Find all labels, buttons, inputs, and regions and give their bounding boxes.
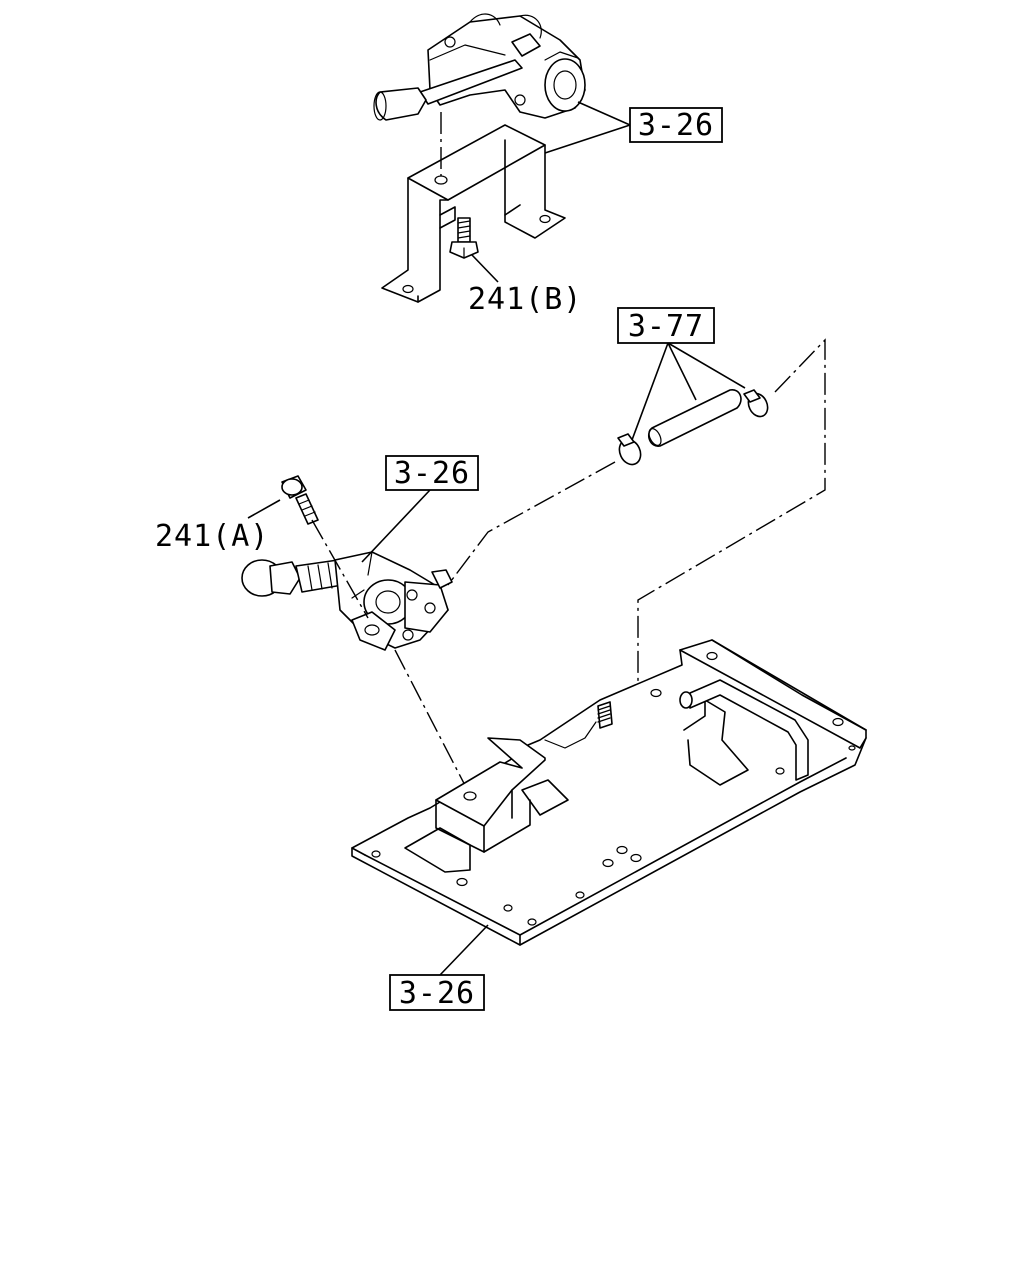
bolt-b-leader [471,254,499,283]
pipe-ref-leader [631,342,746,441]
bolt-a-leader [247,499,281,519]
middle-valve-assembly [241,551,453,651]
middle-ref-leader [361,489,431,563]
pipe-assembly [617,342,769,466]
top-ref-callout[interactable]: 3-26 [629,107,723,143]
bolt-a-label: 241(A) [155,519,269,554]
upper-bracket [381,124,566,303]
bottom-ref-callout[interactable]: 3-26 [389,974,485,1011]
middle-ref-callout[interactable]: 3-26 [385,455,479,491]
pipe-ref-text: 3-77 [628,309,704,344]
stud [597,701,613,729]
bolt-b-label: 241(B) [468,282,582,317]
bottom-ref-text: 3-26 [399,976,475,1011]
top-ref-leader [544,101,631,154]
bolt-b [449,217,479,259]
bottom-ref-leader [439,924,489,976]
upper-bracket-assembly [373,13,631,303]
lower-mounting-plate [351,639,867,946]
pipe-clamp-right [743,389,769,418]
pipe-ref-callout[interactable]: 3-77 [617,307,715,344]
pipe-clamp-left [617,433,642,466]
middle-ref-text: 3-26 [394,456,470,491]
bolt-a [281,475,319,525]
top-ref-text: 3-26 [638,108,714,143]
upper-valve-body [373,13,586,121]
